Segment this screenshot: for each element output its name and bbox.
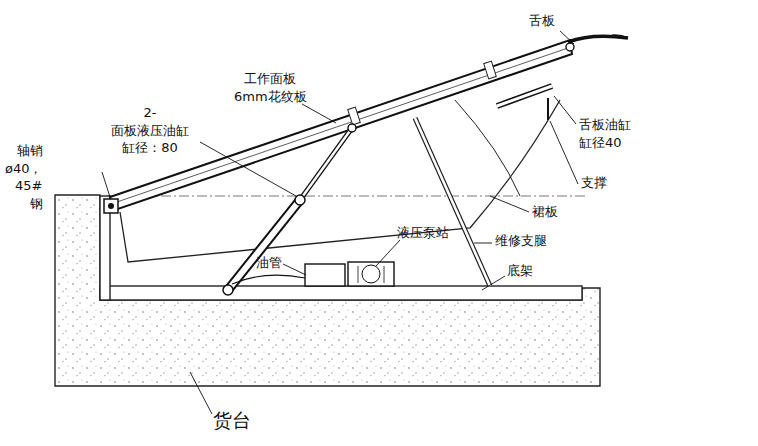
pump-tank xyxy=(305,264,345,286)
lip-plate xyxy=(568,36,628,42)
maintenance-leg xyxy=(415,118,490,286)
pin-label: 轴销 ø40，45#钢 xyxy=(4,142,44,212)
support xyxy=(547,98,549,120)
frame-label: 底架 xyxy=(506,262,534,280)
concrete-dock xyxy=(55,195,600,386)
support-label: 支撑 xyxy=(580,174,608,192)
leg-label: 维修支腿 xyxy=(494,232,548,250)
deck-label: 工作面板 6mm花纹板 xyxy=(233,70,308,105)
lip-label: 舌板 xyxy=(528,12,556,30)
skirt-curve xyxy=(455,100,520,196)
skirt-label: 裙板 xyxy=(531,203,559,221)
lip-cylinder-label: 舌板油缸 缸径40 xyxy=(578,116,632,151)
deck-plate xyxy=(110,40,572,211)
leader-lines xyxy=(102,31,578,414)
pump-motor xyxy=(348,262,394,286)
dock-label: 货台 xyxy=(212,408,252,434)
hinge-pin xyxy=(104,199,118,213)
deck-cylinder xyxy=(228,200,300,290)
pipe-label: 油管 xyxy=(255,254,283,272)
base-frame xyxy=(100,286,582,300)
lip-cylinder xyxy=(497,86,552,106)
level-line xyxy=(107,196,585,197)
cylinder-label: 2-面板液压油缸 缸径：80 xyxy=(110,104,190,157)
pump-label: 液压泵站 xyxy=(396,224,450,242)
oil-pipe xyxy=(232,275,305,284)
